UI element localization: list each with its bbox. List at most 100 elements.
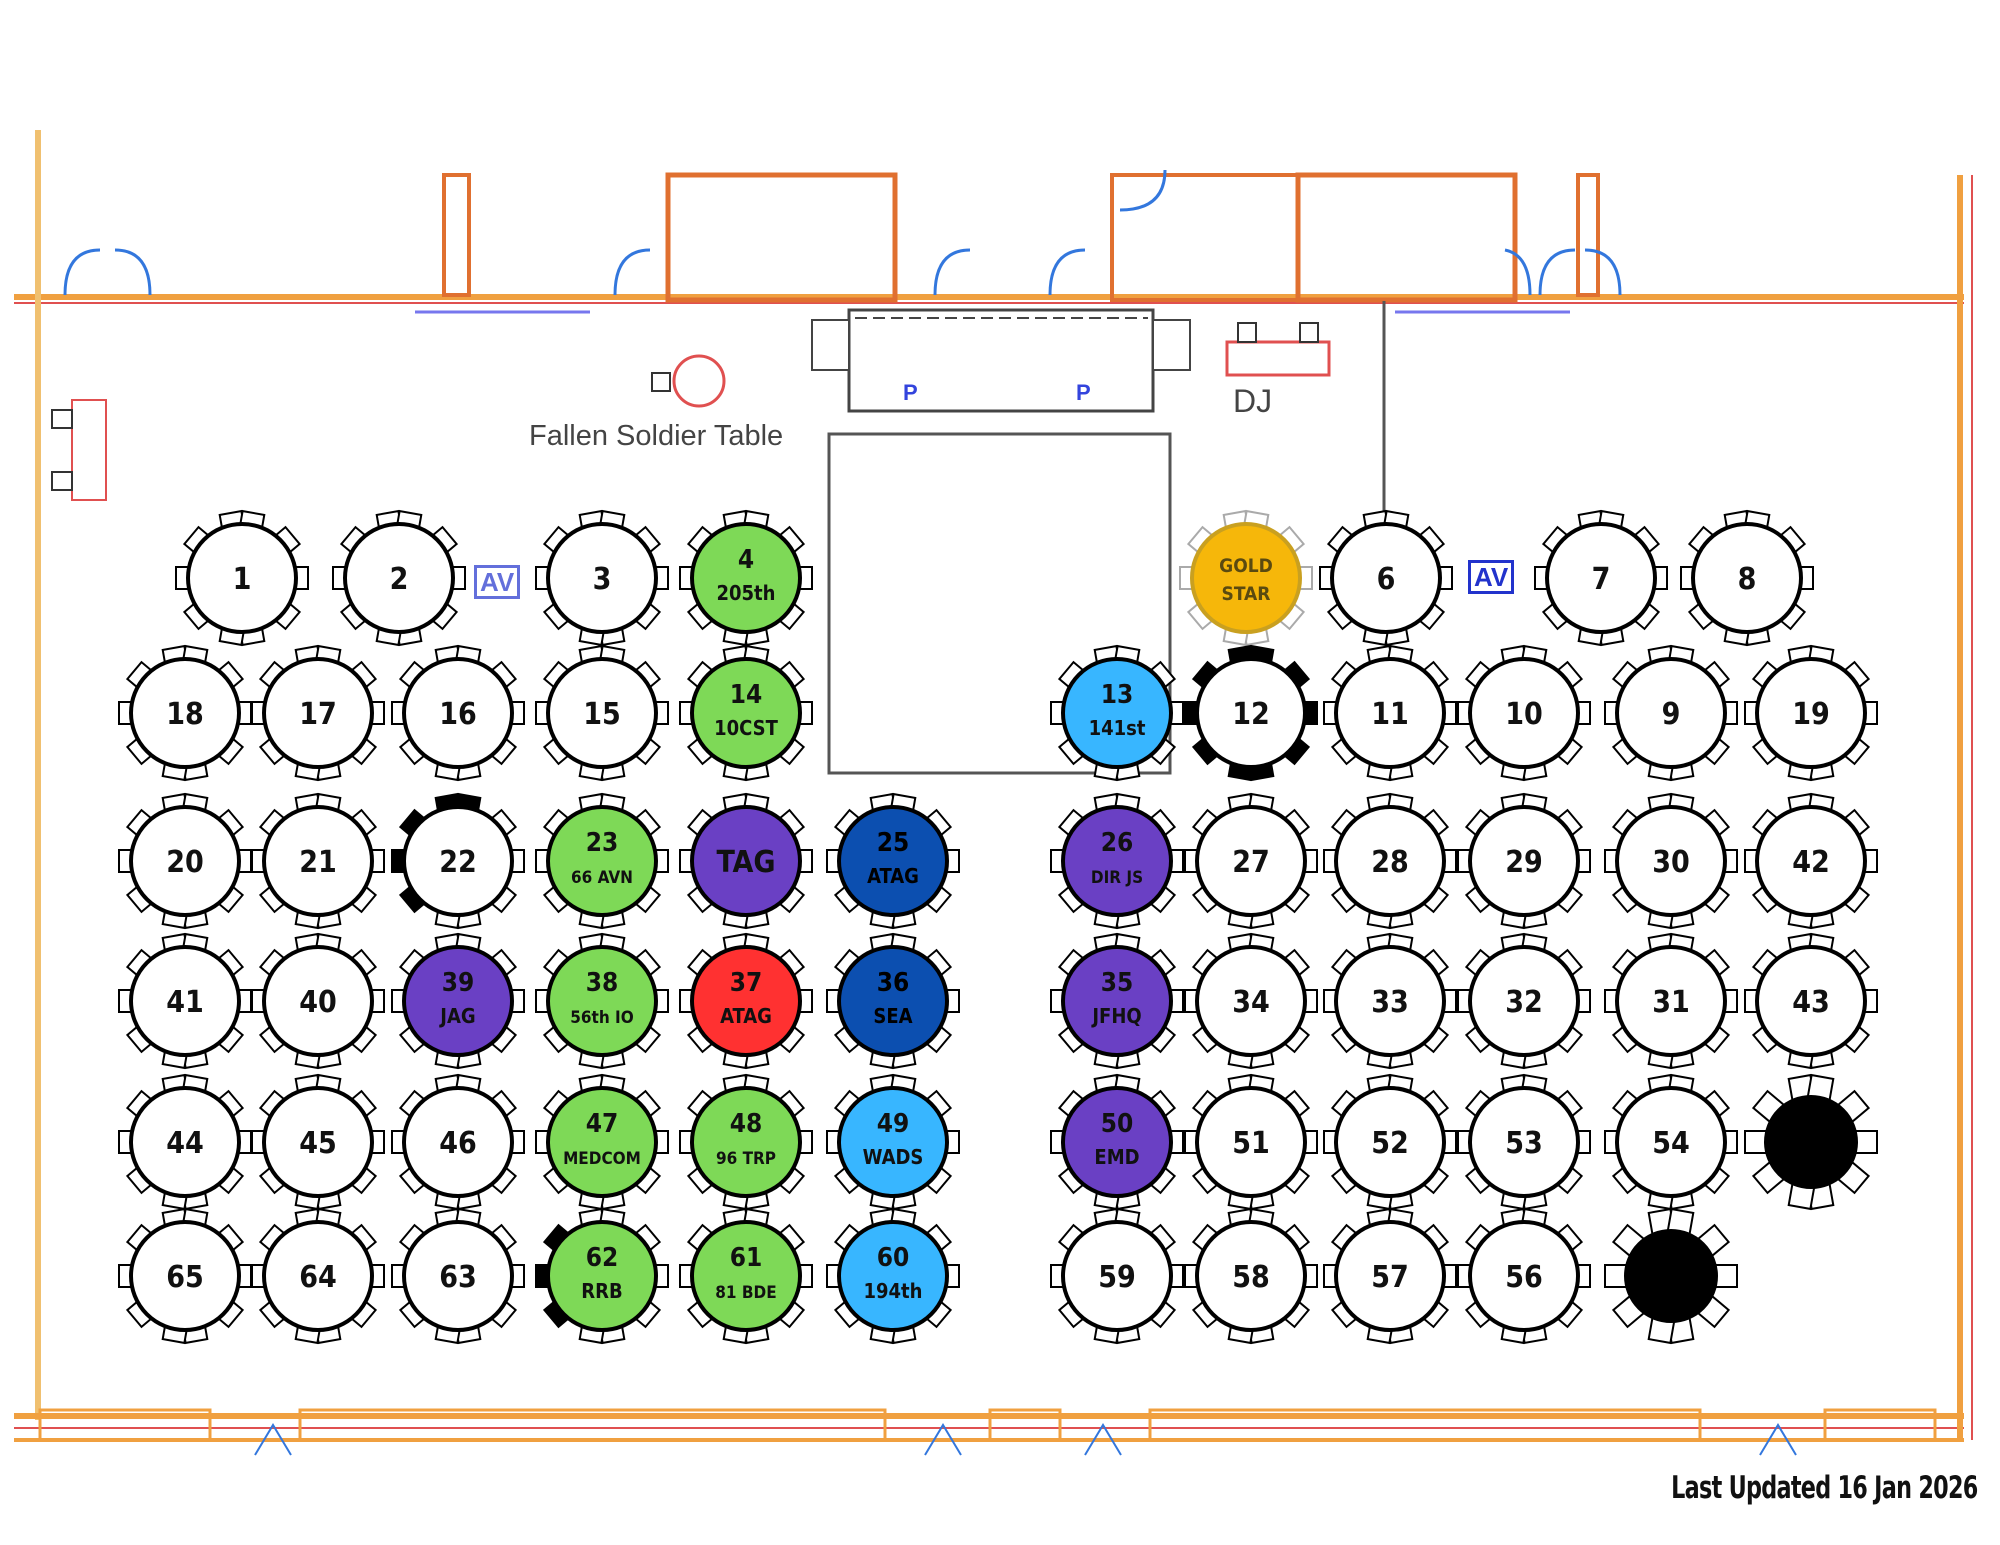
table-top bbox=[837, 945, 949, 1057]
table-11[interactable]: 11 bbox=[1323, 644, 1457, 782]
table-top bbox=[1691, 522, 1803, 634]
table-22[interactable]: 22 bbox=[391, 792, 525, 930]
table-28[interactable]: 28 bbox=[1323, 792, 1457, 930]
table-34[interactable]: 34 bbox=[1184, 932, 1318, 1070]
table-number: 47 bbox=[586, 1109, 619, 1139]
table-19[interactable]: 19 bbox=[1744, 644, 1878, 782]
table-54[interactable]: 54 bbox=[1604, 1073, 1738, 1211]
table-45[interactable]: 45 bbox=[251, 1073, 385, 1211]
table-unit-label: JFHQ bbox=[1091, 1004, 1141, 1028]
head-platform bbox=[811, 308, 1191, 413]
table-30[interactable]: 30 bbox=[1604, 792, 1738, 930]
table-57[interactable]: 57 bbox=[1323, 1207, 1457, 1345]
table-number: 65 bbox=[166, 1260, 204, 1295]
table-top bbox=[262, 805, 374, 917]
table-number: 63 bbox=[439, 1260, 477, 1295]
table-top bbox=[1755, 945, 1867, 1057]
table-top bbox=[402, 945, 514, 1057]
table-unit-label: 205th bbox=[717, 581, 776, 605]
table-32[interactable]: 32 bbox=[1457, 932, 1591, 1070]
table-top bbox=[1061, 805, 1173, 917]
table-tag[interactable]: TAG bbox=[679, 792, 813, 930]
table-20[interactable]: 20 bbox=[118, 792, 252, 930]
table-41[interactable]: 41 bbox=[118, 932, 252, 1070]
table-top bbox=[1061, 1220, 1173, 1332]
table-10[interactable]: 10 bbox=[1457, 644, 1591, 782]
table-top bbox=[690, 522, 802, 634]
table-15[interactable]: 15 bbox=[535, 644, 669, 782]
table-unit-label: 194th bbox=[864, 1279, 923, 1303]
table-9[interactable]: 9 bbox=[1604, 644, 1738, 782]
table-8[interactable]: 8 bbox=[1680, 509, 1814, 647]
table-number: 6 bbox=[1377, 562, 1396, 597]
table-27[interactable]: 27 bbox=[1184, 792, 1318, 930]
table-top bbox=[402, 805, 514, 917]
table-number: 26 bbox=[1101, 828, 1134, 858]
table-51[interactable]: 51 bbox=[1184, 1073, 1318, 1211]
table-21[interactable]: 21 bbox=[251, 792, 385, 930]
table-unit-label: MEDCOM bbox=[563, 1149, 641, 1169]
table-31[interactable]: 31 bbox=[1604, 932, 1738, 1070]
table-number: 37 bbox=[730, 968, 763, 998]
table-number: 33 bbox=[1371, 985, 1409, 1020]
table-reserved[interactable] bbox=[1604, 1207, 1738, 1345]
table-reserved[interactable] bbox=[1744, 1073, 1878, 1211]
table-top bbox=[1615, 945, 1727, 1057]
table-52[interactable]: 52 bbox=[1323, 1073, 1457, 1211]
table-65[interactable]: 65 bbox=[118, 1207, 252, 1345]
table-43[interactable]: 43 bbox=[1744, 932, 1878, 1070]
table-number: 18 bbox=[166, 697, 204, 732]
table-63[interactable]: 63 bbox=[391, 1207, 525, 1345]
table-1[interactable]: 1 bbox=[175, 509, 309, 647]
table-top bbox=[1545, 522, 1657, 634]
table-top bbox=[1334, 657, 1446, 769]
table-17[interactable]: 17 bbox=[251, 644, 385, 782]
table-53[interactable]: 53 bbox=[1457, 1073, 1591, 1211]
table-number: 25 bbox=[877, 828, 910, 858]
table-number: 59 bbox=[1098, 1260, 1136, 1295]
table-46[interactable]: 46 bbox=[391, 1073, 525, 1211]
table-33[interactable]: 33 bbox=[1323, 932, 1457, 1070]
table-40[interactable]: 40 bbox=[251, 932, 385, 1070]
table-58[interactable]: 58 bbox=[1184, 1207, 1318, 1345]
table-16[interactable]: 16 bbox=[391, 644, 525, 782]
table-6[interactable]: 6 bbox=[1319, 509, 1453, 647]
table-64[interactable]: 64 bbox=[251, 1207, 385, 1345]
table-unit-label: 10CST bbox=[714, 716, 779, 740]
table-29[interactable]: 29 bbox=[1457, 792, 1591, 930]
table-top bbox=[129, 805, 241, 917]
walls bbox=[14, 130, 1973, 1456]
table-2[interactable]: 2 bbox=[332, 509, 466, 647]
table-56[interactable]: 56 bbox=[1457, 1207, 1591, 1345]
table-7[interactable]: 7 bbox=[1534, 509, 1668, 647]
table-number: 31 bbox=[1652, 985, 1690, 1020]
table-42[interactable]: 42 bbox=[1744, 792, 1878, 930]
table-18[interactable]: 18 bbox=[118, 644, 252, 782]
table-top bbox=[837, 805, 949, 917]
table-44[interactable]: 44 bbox=[118, 1073, 252, 1211]
table-3[interactable]: 3 bbox=[535, 509, 669, 647]
table-12[interactable]: 12 bbox=[1184, 644, 1318, 782]
table-59[interactable]: 59 bbox=[1050, 1207, 1184, 1345]
